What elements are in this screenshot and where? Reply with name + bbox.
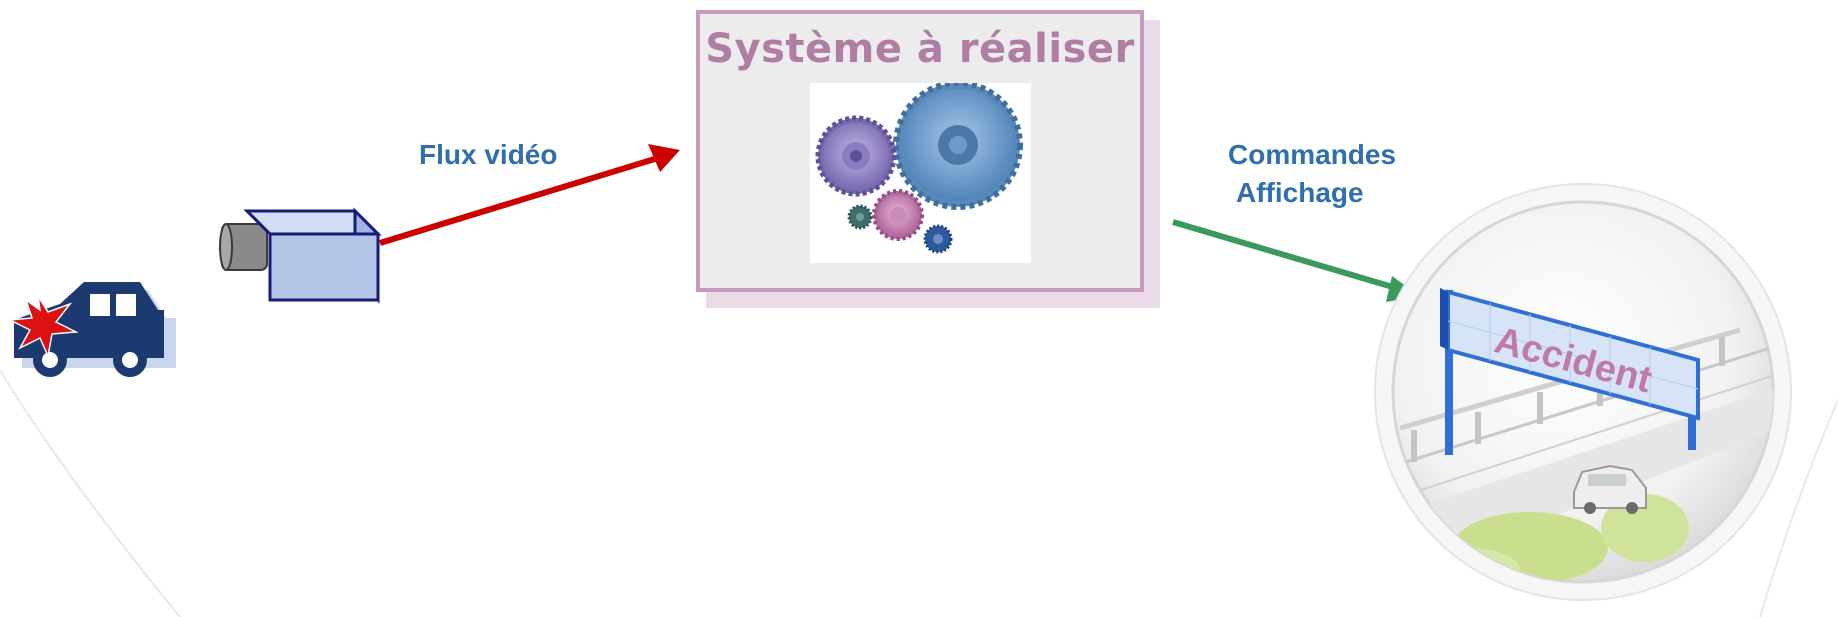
system-title: Système à réaliser: [705, 26, 1135, 72]
system-box: Système à réaliser: [696, 10, 1144, 292]
affichage-label: Affichage: [1236, 177, 1364, 208]
crash-star-icon: [7, 295, 79, 359]
gears-icon: [810, 80, 1031, 263]
commandes-label: Commandes: [1228, 139, 1397, 170]
flux-video-label: Flux vidéo: [419, 139, 558, 170]
